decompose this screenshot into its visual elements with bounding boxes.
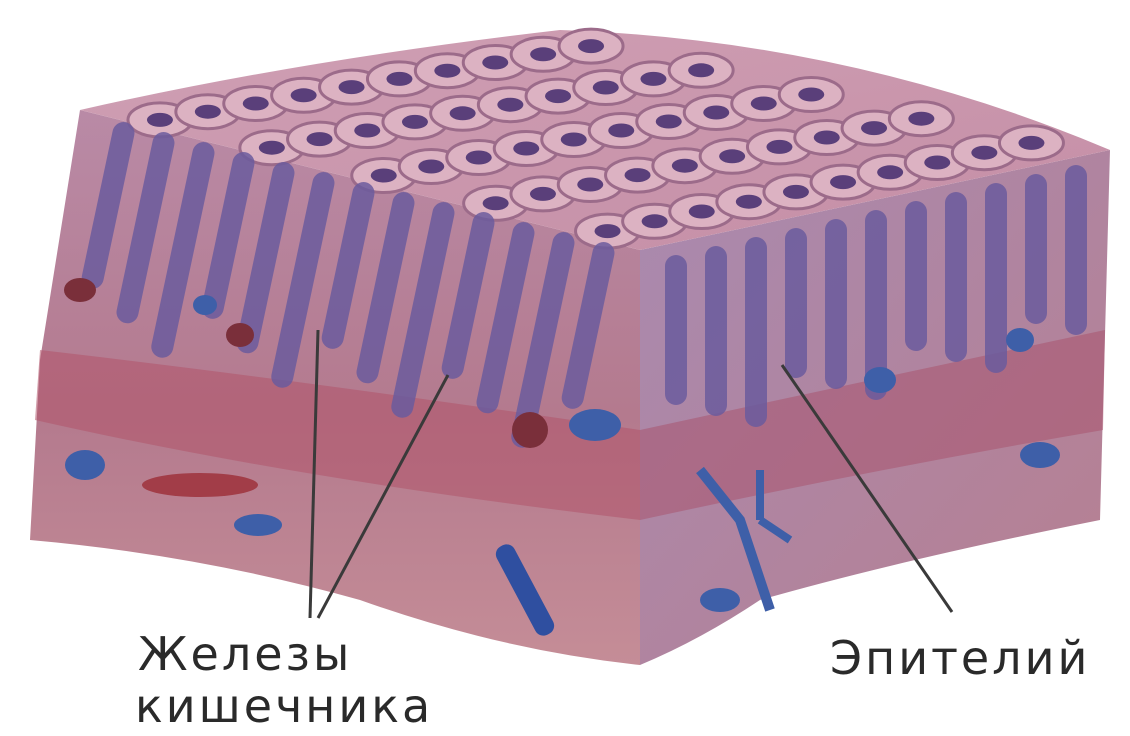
villus-core — [595, 224, 621, 238]
villus-core — [371, 169, 397, 183]
villus-core — [466, 151, 492, 165]
label-glands-line1: Железы — [138, 628, 352, 680]
villus-core — [830, 175, 856, 189]
villus-core — [971, 146, 997, 160]
villus-core — [483, 196, 509, 210]
villus-core — [259, 141, 285, 155]
villus-core — [243, 97, 269, 111]
gland-right — [905, 201, 927, 351]
villus-core — [608, 124, 634, 138]
gland-right — [1065, 165, 1087, 335]
villus-core — [593, 81, 619, 95]
gland-right — [945, 192, 967, 362]
villus-core — [195, 105, 221, 119]
villus-core — [577, 178, 603, 192]
gland-right — [785, 228, 807, 378]
villus-core — [640, 72, 666, 86]
villus-core — [530, 47, 556, 61]
villus-core — [561, 133, 587, 147]
villus-core — [924, 156, 950, 170]
villus-core — [703, 106, 729, 120]
villus-core — [877, 165, 903, 179]
villus-core — [513, 142, 539, 156]
villus-core — [386, 72, 412, 86]
gland-right — [705, 246, 727, 416]
villus-core — [147, 113, 173, 127]
villus-core — [689, 205, 715, 219]
villus-core — [482, 56, 508, 70]
villus-core — [642, 214, 668, 228]
villus-core — [908, 112, 934, 126]
gland-right — [1025, 174, 1047, 324]
villus-core — [688, 63, 714, 77]
villus-core — [766, 140, 792, 154]
villus-core — [672, 159, 698, 173]
villus-core — [402, 115, 428, 129]
gland-right — [825, 219, 847, 389]
villus-core — [418, 160, 444, 174]
villus-core — [751, 97, 777, 111]
gland-right — [985, 183, 1007, 373]
villus-core — [339, 80, 365, 94]
label-glands-line2: кишечника — [135, 680, 433, 732]
villus-core — [530, 187, 556, 201]
villus-core — [719, 149, 745, 163]
villus-core — [578, 39, 604, 53]
villus-core — [434, 64, 460, 78]
label-epithelium: Эпителий — [830, 632, 1090, 684]
villus-core — [736, 195, 762, 209]
villus-core — [861, 121, 887, 135]
villus-core — [354, 124, 380, 138]
villus-core — [497, 98, 523, 112]
villus-core — [291, 88, 317, 102]
villus-core — [783, 185, 809, 199]
villus-core — [1018, 136, 1044, 150]
villus-core — [450, 106, 476, 120]
villus-core — [625, 168, 651, 182]
villus-core — [814, 131, 840, 145]
villus-core — [798, 88, 824, 102]
villus-core — [545, 89, 571, 103]
gland-right — [665, 255, 687, 405]
gland-right — [745, 237, 767, 427]
villus-core — [656, 115, 682, 129]
villus-core — [307, 132, 333, 146]
